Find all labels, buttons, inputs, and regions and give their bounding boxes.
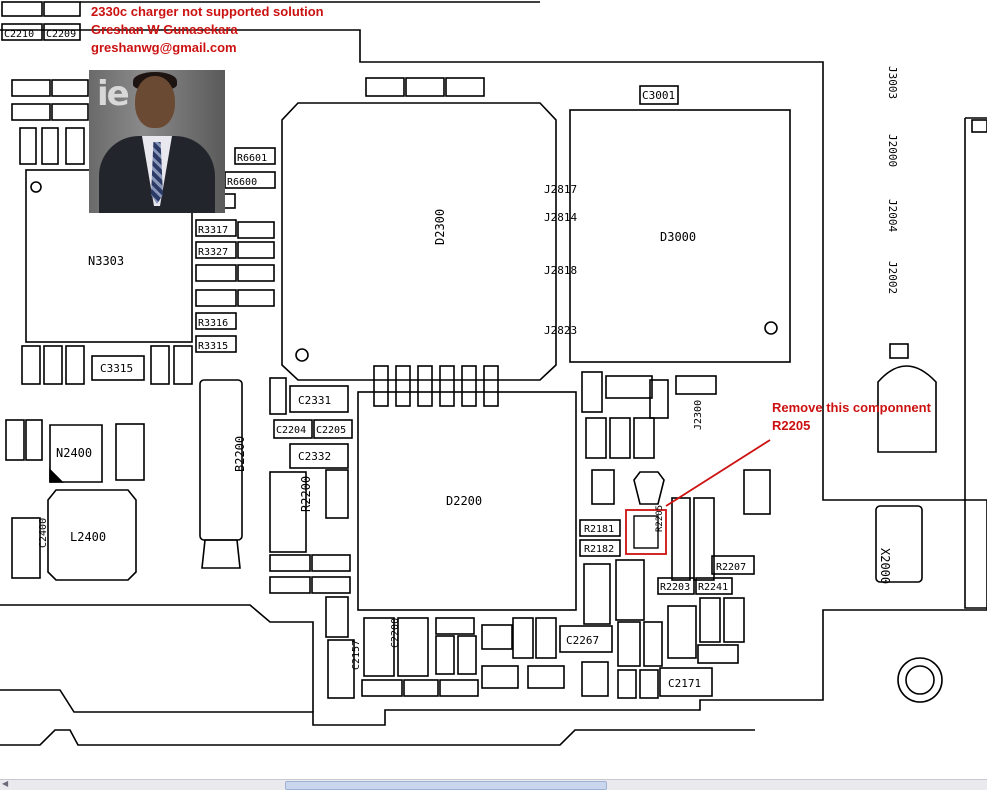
board-inner-line — [0, 604, 314, 712]
label-c2157: C2157 — [351, 640, 362, 670]
label-r2200: R2200 — [299, 476, 313, 512]
annotation-remove: Remove this componnent — [772, 400, 931, 415]
ic-d2300 — [281, 102, 557, 381]
label-c2210: C2210 — [4, 29, 34, 40]
label-c3001: C3001 — [642, 89, 675, 102]
label-j2000: J2000 — [886, 134, 899, 167]
label-r3327: R3327 — [198, 247, 228, 258]
board-bottom-edge — [0, 729, 755, 746]
top-label-box — [1, 1, 43, 17]
caption-title: 2330c charger not supported solution — [91, 4, 324, 19]
label-c2200: C2200 — [390, 618, 401, 648]
label-r2181: R2181 — [584, 524, 614, 535]
label-c2205: C2205 — [316, 425, 346, 436]
label-r3316: R3316 — [198, 318, 228, 329]
top-label-box — [43, 23, 81, 41]
label-c2331: C2331 — [298, 394, 331, 407]
ic-n2400 — [49, 424, 103, 483]
label-j2818: J2818 — [544, 264, 577, 277]
label-r2182: R2182 — [584, 544, 614, 555]
label-n2400: N2400 — [56, 446, 92, 460]
scroll-left-arrow-icon[interactable]: ◀ — [2, 779, 9, 788]
label-l2400: L2400 — [70, 530, 106, 544]
ic-d2200 — [357, 391, 577, 611]
label-j2300: J2300 — [693, 400, 704, 430]
ic-d3000 — [569, 109, 791, 363]
label-j2002: J2002 — [886, 261, 899, 294]
label-r2205-part: R2205 — [655, 505, 665, 532]
label-c2171: C2171 — [668, 677, 701, 690]
annotation-part: R2205 — [772, 418, 811, 433]
board-outline — [0, 29, 987, 726]
label-c2332: C2332 — [298, 450, 331, 463]
caption-author: Greshan W Gunasekara — [91, 22, 238, 37]
label-x2000: X2000 — [878, 548, 892, 584]
label-j3003: J3003 — [886, 66, 899, 99]
c3315-box — [91, 355, 145, 381]
board-right-notch — [964, 117, 987, 609]
label-d2200: D2200 — [446, 494, 482, 508]
label-c3315: C3315 — [100, 362, 133, 375]
label-r6600: R6600 — [227, 177, 257, 188]
label-r2241: R2241 — [698, 582, 728, 593]
label-j2823: J2823 — [544, 324, 577, 337]
label-c2209: C2209 — [46, 29, 76, 40]
label-r3317: R3317 — [198, 225, 228, 236]
label-j2004: J2004 — [886, 199, 899, 232]
caption-email: greshanwg@gmail.com — [91, 40, 237, 55]
top-label-box — [1, 23, 43, 41]
label-r3315: R3315 — [198, 341, 228, 352]
top-label-box — [43, 1, 81, 17]
label-d2300: D2300 — [433, 209, 447, 245]
label-d3000: D3000 — [660, 230, 696, 244]
label-b2200: B2200 — [233, 436, 247, 472]
r2205-highlight — [625, 439, 771, 555]
label-c2267: C2267 — [566, 634, 599, 647]
author-photo: ie — [89, 70, 225, 213]
label-j2817: J2817 — [544, 183, 577, 196]
ic-l2400 — [47, 489, 137, 581]
label-r2203: R2203 — [660, 582, 690, 593]
label-r2207: R2207 — [716, 562, 746, 573]
label-c2400: C2400 — [38, 518, 49, 548]
label-r6601: R6601 — [237, 153, 267, 164]
label-j2814: J2814 — [544, 211, 577, 224]
label-n3303: N3303 — [88, 254, 124, 268]
label-c2204: C2204 — [276, 425, 306, 436]
r2200-box — [269, 471, 307, 553]
